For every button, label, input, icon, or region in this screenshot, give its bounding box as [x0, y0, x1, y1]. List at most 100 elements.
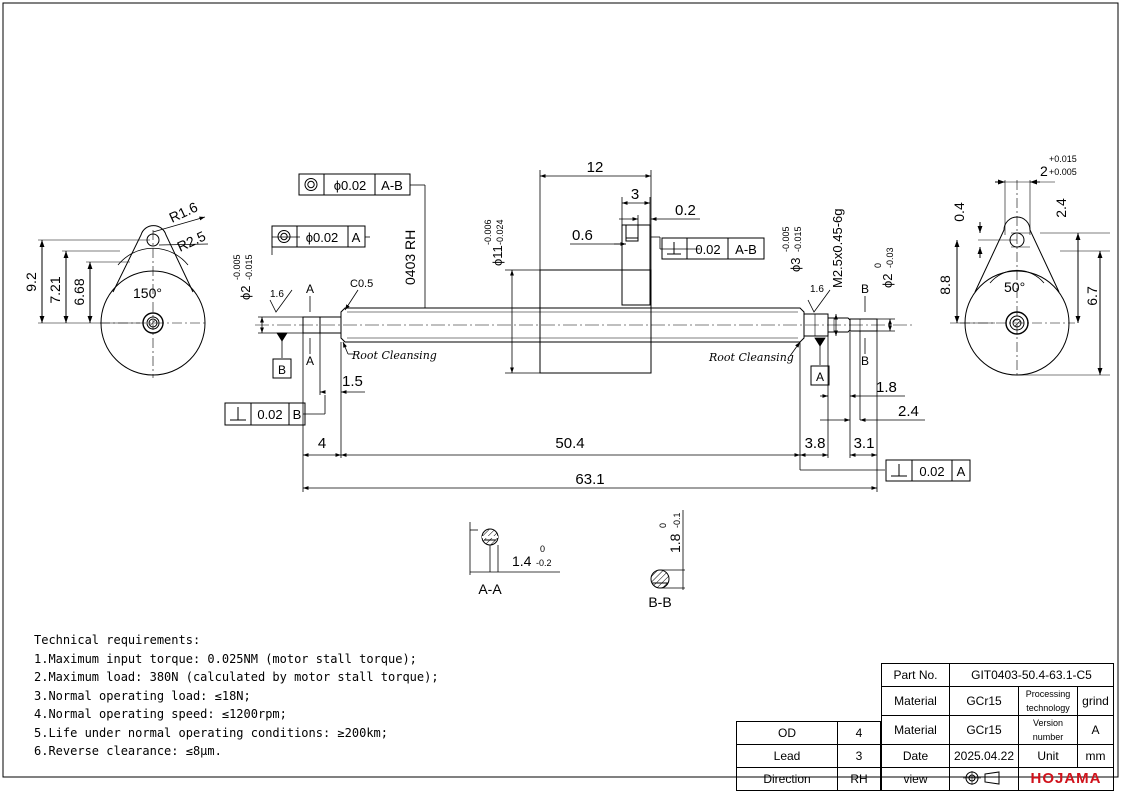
dim-overall-length: 63.1 — [575, 471, 604, 488]
chamfer-label: C0.5 — [350, 278, 373, 290]
svg-text:ϕ0.02: ϕ0.02 — [306, 230, 339, 245]
section-mark-a-bottom: A — [306, 354, 314, 368]
dim-thread-length: 50.4 — [555, 435, 584, 452]
section-mark-b-top: B — [861, 282, 869, 296]
roughness-right: 1.6 — [810, 284, 824, 295]
gdt-frame-concentricity-a: ϕ0.02 A — [271, 225, 366, 248]
left-diameter-tol-lower: -0.015 — [244, 254, 254, 280]
dim-gap-0-2: 0.2 — [675, 202, 696, 219]
spec-value: 4 — [837, 721, 881, 745]
datum-b-box: B — [272, 358, 292, 379]
svg-text:B: B — [293, 407, 302, 422]
gdt-frame-perpendicularity-a-b: 0.02 A-B — [661, 237, 765, 260]
left-view-angle: 150° — [133, 285, 162, 301]
drawing-border — [2, 2, 1119, 778]
right-diameter-3-tol-upper: -0.005 — [781, 226, 791, 252]
dim-right-step-1: 3.8 — [805, 435, 826, 452]
svg-text:A: A — [816, 370, 824, 384]
right-thread-spec: M2.5x0.45-6g — [830, 209, 845, 289]
right-end-view — [950, 179, 1110, 378]
date-value: 2025.04.22 — [949, 744, 1019, 768]
thread-spec-label: 0403 RH — [402, 230, 418, 285]
unit-value: mm — [1077, 744, 1114, 768]
spec-label: OD — [736, 721, 838, 745]
processing-value: grind — [1077, 686, 1114, 716]
svg-text:0.02: 0.02 — [919, 464, 944, 479]
svg-text:A: A — [352, 230, 361, 245]
material-label-2: Material — [881, 715, 950, 745]
mid-diameter-tol-upper: -0.006 — [483, 219, 493, 245]
svg-text:0: 0 — [658, 523, 668, 528]
right-view-top-dim: 2 — [1040, 163, 1048, 179]
dim-left-step: 4 — [318, 435, 326, 452]
part-no-label: Part No. — [881, 663, 950, 687]
part-no-value: GIT0403-50.4-63.1-C5 — [949, 663, 1114, 687]
right-view-angle: 50° — [1004, 279, 1025, 295]
dim-right-step-2: 3.1 — [854, 435, 875, 452]
right-diameter-2: ϕ2 — [880, 273, 895, 288]
requirement-item: 6.Reverse clearance: ≤8μm. — [34, 744, 222, 758]
svg-text:1.4: 1.4 — [512, 553, 532, 569]
spec-value: RH — [837, 767, 881, 791]
left-end-view — [38, 216, 209, 378]
version-value: A — [1077, 715, 1114, 745]
date-label: Date — [881, 744, 950, 768]
version-label: Version number — [1018, 715, 1078, 745]
svg-text:-0.1: -0.1 — [672, 512, 682, 528]
svg-text:-0.2: -0.2 — [536, 558, 552, 568]
section-mark-a-top: A — [306, 282, 314, 296]
mid-diameter: ϕ11 — [490, 245, 505, 266]
svg-text:B: B — [278, 363, 286, 377]
svg-text:ϕ0.02: ϕ0.02 — [334, 178, 367, 193]
mid-diameter-tol-lower: -0.024 — [495, 219, 505, 245]
dim-gap-0-6: 0.6 — [572, 227, 593, 244]
right-diameter-2-tol-lower: -0.03 — [885, 247, 895, 268]
material-label: Material — [881, 686, 950, 716]
root-cleansing-left: Root Cleansing — [351, 349, 437, 362]
gdt-frame-perpendicularity-b: 0.02 B — [224, 402, 306, 426]
dim-2-4: 2.4 — [898, 403, 919, 420]
screw-main-view — [255, 224, 915, 374]
svg-text:0.02: 0.02 — [257, 407, 282, 422]
right-diameter-2-tol-upper: 0 — [873, 263, 883, 268]
svg-text:A: A — [957, 464, 966, 479]
processing-label: Processing technology — [1018, 686, 1078, 716]
dim-nut-flange: 3 — [631, 186, 639, 203]
dim-1-8: 1.8 — [876, 379, 897, 396]
gdt-frame-perpendicularity-a: 0.02 A — [885, 459, 971, 482]
spec-label: Lead — [736, 744, 838, 768]
left-view-dim-7-21: 7.21 — [47, 276, 63, 303]
company-logo: HOJAMA — [1018, 767, 1114, 791]
left-diameter-tol-upper: -0.005 — [232, 254, 242, 280]
left-view-dim-9-2: 9.2 — [23, 272, 39, 292]
requirement-item: 2.Maximum load: 380N (calculated by moto… — [34, 670, 439, 684]
svg-text:A-A: A-A — [478, 581, 502, 597]
section-b-b: 1.8 0 -0.1 B-B — [648, 510, 685, 610]
svg-text:A-B: A-B — [735, 242, 757, 257]
right-diameter-3: ϕ3 — [788, 257, 803, 272]
spec-value: 3 — [837, 744, 881, 768]
datum-a-box: A — [810, 365, 830, 386]
left-diameter: ϕ2 — [238, 285, 253, 300]
section-a-a: 1.4 0 -0.2 A-A — [469, 522, 560, 597]
svg-text:0: 0 — [540, 544, 545, 554]
main-dimension-lines — [258, 170, 925, 492]
right-view-dim-8-8: 8.8 — [937, 275, 953, 295]
right-view-top-tol-upper: +0.015 — [1049, 154, 1077, 164]
requirements-title: Technical requirements: — [34, 633, 201, 647]
requirement-item: 4.Normal operating speed: ≤1200rpm; — [34, 707, 287, 721]
requirement-item: 3.Normal operating load: ≤18N; — [34, 689, 251, 703]
dim-nut-length: 12 — [587, 159, 604, 176]
svg-text:1.8: 1.8 — [667, 533, 683, 553]
roughness-left: 1.6 — [270, 289, 284, 300]
left-view-radius-r2-5: R2.5 — [175, 228, 209, 255]
view-label: view — [881, 767, 950, 791]
right-view-dim-0-4: 0.4 — [951, 202, 967, 222]
section-mark-b-bottom: B — [861, 354, 869, 368]
requirement-item: 5.Life under normal operating conditions… — [34, 726, 389, 740]
requirement-item: 1.Maximum input torque: 0.025NM (motor s… — [34, 652, 417, 666]
material-value: GCr15 — [949, 686, 1019, 716]
title-block: Part No. GIT0403-50.4-63.1-C5 Material G… — [881, 663, 1114, 791]
